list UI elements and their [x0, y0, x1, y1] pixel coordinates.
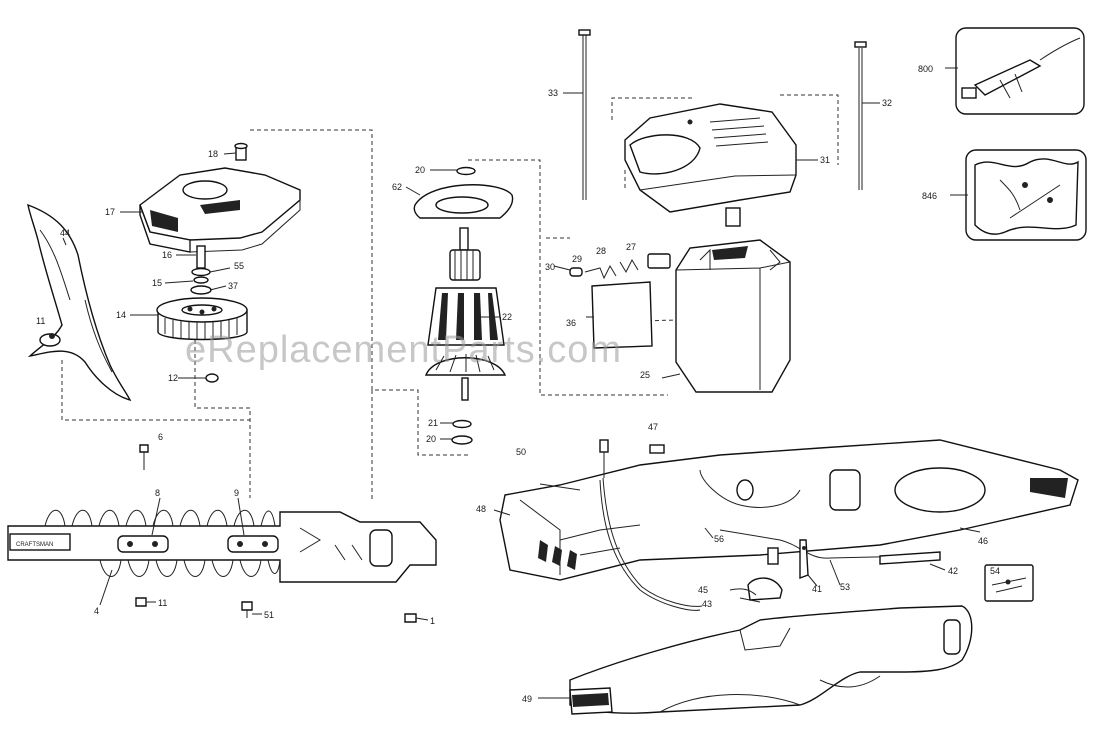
callout-45: 45: [698, 585, 708, 595]
callout-44: 44: [60, 228, 70, 238]
callout-800: 800: [918, 64, 933, 74]
handle-housing-part: [499, 439, 1079, 611]
side-guard-part: [27, 203, 132, 402]
callout-48: 48: [476, 504, 486, 514]
callout-27: 27: [626, 242, 636, 252]
callout-6: 6: [158, 432, 163, 442]
svg-text:CRAFTSMAN: CRAFTSMAN: [16, 542, 53, 548]
callout-37: 37: [228, 281, 238, 291]
callout-labels: 18 17 44 16 55 15 37 14 11 12 6 8 9 4 11…: [36, 64, 1000, 704]
blade-assembly-part: CRAFTSMAN: [7, 444, 437, 623]
callout-53: 53: [840, 582, 850, 592]
callout-11-blade: 11: [158, 598, 167, 608]
callout-22: 22: [502, 312, 512, 322]
callout-42: 42: [948, 566, 958, 576]
callout-30: 30: [545, 262, 555, 272]
callout-11-guard: 11: [36, 316, 45, 326]
callout-leaders: [62, 67, 981, 699]
assembly-guide-lines: [61, 94, 839, 500]
lower-handle-part: [569, 605, 973, 715]
callout-14: 14: [116, 310, 126, 320]
callout-21: 21: [428, 418, 438, 428]
callout-17: 17: [105, 207, 115, 217]
motor-cover-part: [578, 29, 867, 213]
callout-41: 41: [812, 584, 822, 594]
callout-1: 1: [430, 616, 435, 626]
gear-housing-part: [139, 142, 301, 253]
callout-15: 15: [152, 278, 162, 288]
callout-12: 12: [168, 373, 178, 383]
callout-54: 54: [990, 566, 1000, 576]
callout-32: 32: [882, 98, 892, 108]
armature-part: [413, 166, 514, 445]
accessory-846-part: [965, 149, 1087, 241]
callout-62: 62: [392, 182, 402, 192]
callout-20-bottom: 20: [426, 434, 436, 444]
callout-25: 25: [640, 370, 650, 380]
callout-8: 8: [155, 488, 160, 498]
callout-49: 49: [522, 694, 532, 704]
accessory-800-part: [955, 27, 1085, 115]
callout-50: 50: [516, 447, 526, 457]
callout-51: 51: [264, 610, 274, 620]
field-housing-part: [569, 207, 791, 393]
watermark-text: eReplacementParts.com: [185, 329, 622, 371]
callout-28: 28: [596, 246, 606, 256]
callout-55: 55: [234, 261, 244, 271]
callout-9: 9: [234, 488, 239, 498]
callout-846: 846: [922, 191, 937, 201]
callout-46: 46: [978, 536, 988, 546]
callout-31: 31: [820, 155, 830, 165]
callout-36: 36: [566, 318, 576, 328]
accessory-54-part: [984, 564, 1034, 602]
callout-29: 29: [572, 254, 582, 264]
callout-56: 56: [714, 534, 724, 544]
callout-43: 43: [702, 599, 712, 609]
callout-20-top: 20: [415, 165, 425, 175]
callout-16: 16: [162, 250, 172, 260]
callout-33: 33: [548, 88, 558, 98]
callout-18: 18: [208, 149, 218, 159]
gear-stack-part: [156, 245, 248, 383]
callout-47: 47: [648, 422, 658, 432]
callout-4: 4: [94, 606, 99, 616]
